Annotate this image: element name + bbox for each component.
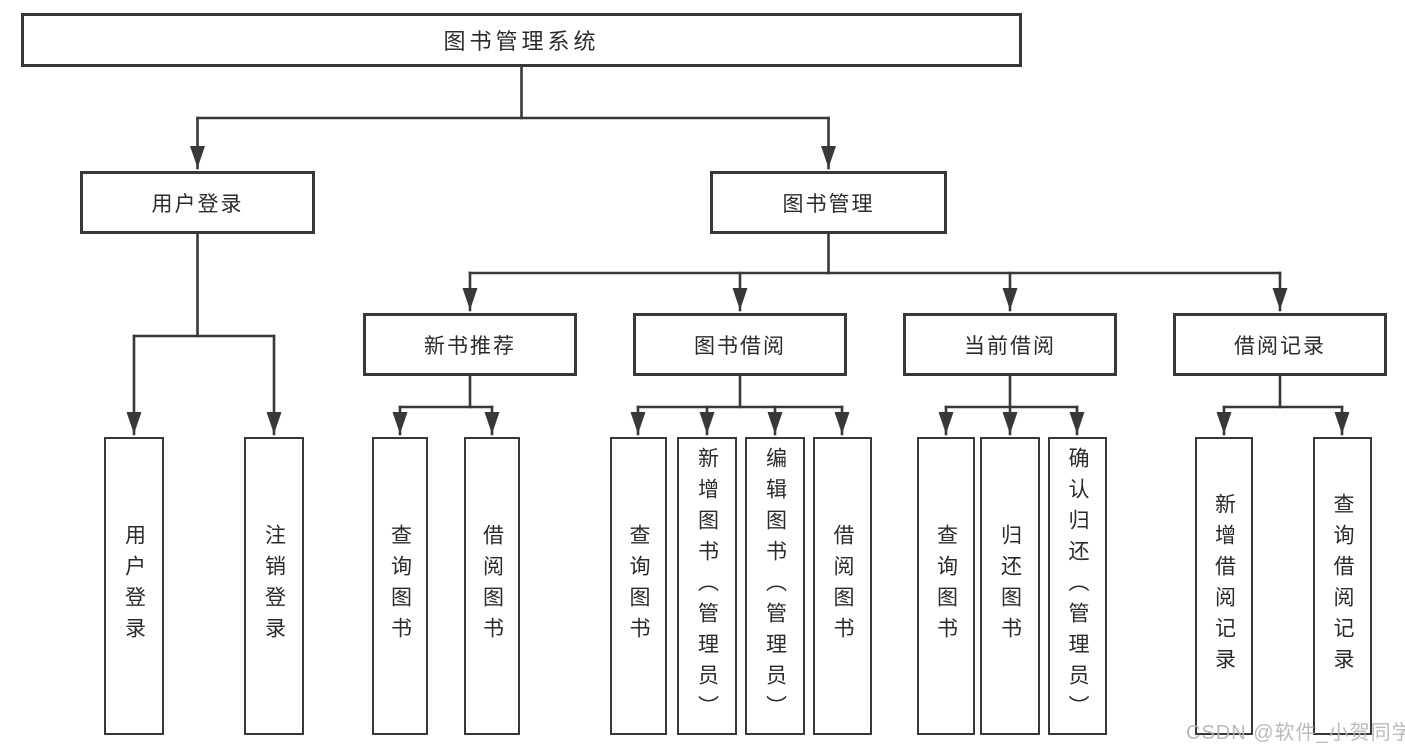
connector-new-book-branch [392, 374, 500, 436]
leaf-add-books-admin-label: 新增图书（管理员） [695, 446, 719, 726]
leaf-logout: 注销登录 [244, 437, 304, 735]
node-current-borrow: 当前借阅 [903, 313, 1117, 376]
connector-current-borrow-branch [938, 374, 1085, 436]
node-new-book-recommend-label: 新书推荐 [424, 334, 516, 358]
leaf-query-borrow-record-label: 查询借阅记录 [1331, 493, 1354, 679]
watermark: CSDN @软件_小贺同学 [1186, 722, 1405, 744]
node-user-login-module-label: 用户登录 [151, 192, 244, 216]
leaf-confirm-return-admin-label: 确认归还（管理员） [1066, 446, 1089, 726]
leaf-return-books-label: 归还图书 [998, 524, 1022, 648]
node-borrow-record: 借阅记录 [1173, 313, 1387, 376]
connector-root-to-level2 [190, 65, 836, 170]
leaf-query-books-recommend-label: 查询图书 [388, 524, 412, 648]
leaf-edit-books-admin-label: 编辑图书（管理员） [763, 446, 787, 726]
connector-borrow-record-branch [1216, 374, 1350, 436]
leaf-query-borrow-record: 查询借阅记录 [1313, 437, 1372, 735]
node-book-management-system-label: 图书管理系统 [443, 29, 600, 54]
node-borrow-record-label: 借阅记录 [1234, 334, 1326, 358]
leaf-edit-books-admin: 编辑图书（管理员） [745, 437, 805, 735]
node-new-book-recommend: 新书推荐 [363, 313, 577, 376]
leaf-return-books: 归还图书 [980, 437, 1040, 735]
leaf-user-login: 用户登录 [104, 437, 164, 735]
leaf-borrow-books-recommend-label: 借阅图书 [480, 524, 504, 648]
node-book-borrow: 图书借阅 [633, 313, 847, 376]
node-book-management-module-label: 图书管理 [782, 192, 875, 216]
leaf-query-books-current: 查询图书 [917, 437, 975, 735]
leaf-borrow-books-label: 借阅图书 [831, 524, 854, 648]
leaf-add-borrow-record: 新增借阅记录 [1195, 437, 1253, 735]
node-user-login-module: 用户登录 [80, 171, 315, 234]
leaf-query-books-borrow: 查询图书 [610, 437, 667, 735]
node-book-management-system: 图书管理系统 [21, 13, 1022, 67]
connector-book-borrow-branch [630, 374, 850, 436]
leaf-query-books-current-label: 查询图书 [934, 524, 958, 648]
leaf-add-books-admin: 新增图书（管理员） [677, 437, 737, 735]
node-current-borrow-label: 当前借阅 [964, 334, 1056, 358]
leaf-logout-label: 注销登录 [262, 524, 286, 648]
leaf-add-borrow-record-label: 新增借阅记录 [1212, 493, 1236, 679]
leaf-query-books-borrow-label: 查询图书 [627, 524, 650, 648]
leaf-borrow-books-recommend: 借阅图书 [464, 437, 520, 735]
leaf-borrow-books: 借阅图书 [813, 437, 872, 735]
leaf-confirm-return-admin: 确认归还（管理员） [1048, 437, 1107, 735]
node-book-borrow-label: 图书借阅 [694, 334, 786, 358]
connector-book-management-branch [462, 232, 1288, 312]
leaf-user-login-label: 用户登录 [122, 524, 146, 648]
connector-user-login-branch [126, 232, 282, 436]
leaf-query-books-recommend: 查询图书 [372, 437, 428, 735]
node-book-management-module: 图书管理 [710, 171, 947, 234]
